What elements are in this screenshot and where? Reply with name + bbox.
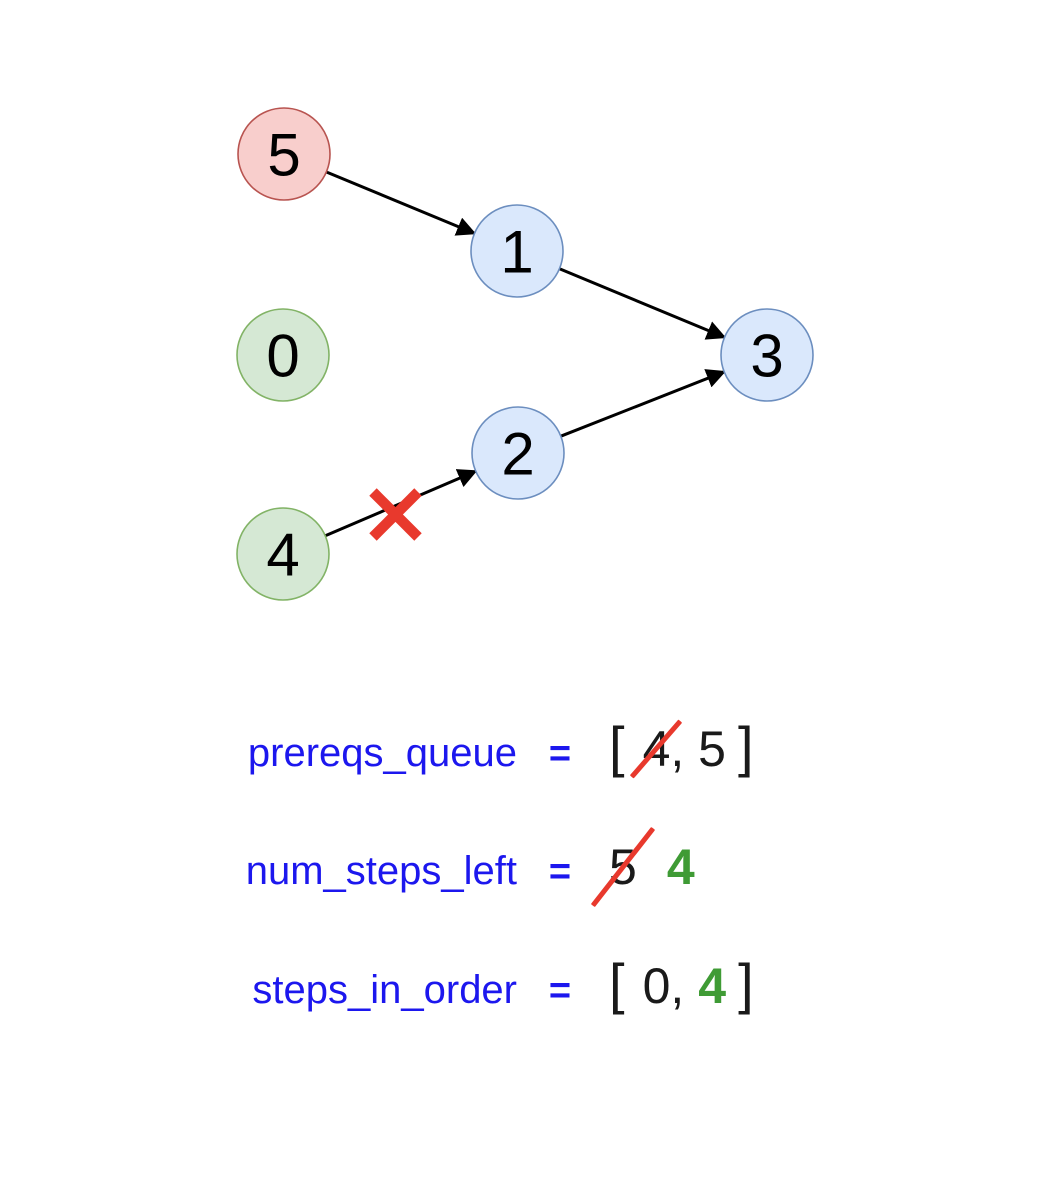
close-bracket: ] (738, 952, 754, 1015)
edge-2-to-3 (560, 369, 727, 438)
node-2-circle (471, 406, 565, 500)
node-3-label: 3 (750, 323, 783, 390)
variable-value-num-steps-left: 5 4 (609, 842, 695, 892)
node-4-label: 4 (266, 522, 299, 589)
node-0-circle (236, 308, 330, 402)
node-4-circle (236, 507, 330, 601)
remaining-values: , 5 (670, 721, 726, 777)
new-value-4: 4 (666, 839, 695, 895)
variable-name-num-steps-left: num_steps_left (245, 849, 517, 893)
node-1-circle (470, 204, 564, 298)
variable-row-num-steps-left: num_steps_left = 5 4 (0, 842, 1046, 892)
variable-name-steps-in-order: steps_in_order (252, 968, 517, 1012)
node-2: 2 (471, 406, 565, 500)
variable-row-prereqs-queue: prereqs_queue = [ 4 , 5 ] (0, 719, 1046, 775)
edge-5-to-1 (324, 170, 477, 236)
equals-sign: = (548, 733, 572, 775)
new-value-4: 4 (698, 958, 727, 1014)
close-bracket: ] (737, 715, 754, 778)
equals-sign: = (548, 851, 572, 893)
node-0-label: 0 (266, 323, 299, 390)
existing-values: 0, (642, 958, 685, 1014)
variable-value-prereqs-queue: [ 4 , 5 ] (609, 719, 754, 775)
node-0: 0 (236, 308, 330, 402)
node-3-circle (720, 308, 814, 402)
equals-sign: = (548, 970, 572, 1012)
node-3: 3 (720, 308, 814, 402)
node-1-label: 1 (500, 219, 533, 286)
node-4: 4 (236, 507, 330, 601)
red-x-icon (369, 488, 422, 541)
crossed-out-value-5: 5 (609, 839, 637, 895)
node-5-circle (237, 107, 331, 201)
open-bracket: [ (609, 715, 625, 778)
crossed-out-value-4: 4 (642, 721, 671, 777)
node-2-label: 2 (501, 421, 534, 488)
open-bracket: [ (609, 952, 625, 1015)
variable-row-steps-in-order: steps_in_order = [ 0, 4 ] (0, 956, 1046, 1012)
node-5-label: 5 (267, 122, 300, 189)
prerequisite-graph: 5 1 0 3 2 4 (236, 107, 814, 601)
edge-1-to-3 (558, 267, 727, 340)
variable-value-steps-in-order: [ 0, 4 ] (609, 956, 754, 1012)
node-1: 1 (470, 204, 564, 298)
node-5: 5 (237, 107, 331, 201)
variable-name-prereqs-queue: prereqs_queue (247, 731, 517, 775)
